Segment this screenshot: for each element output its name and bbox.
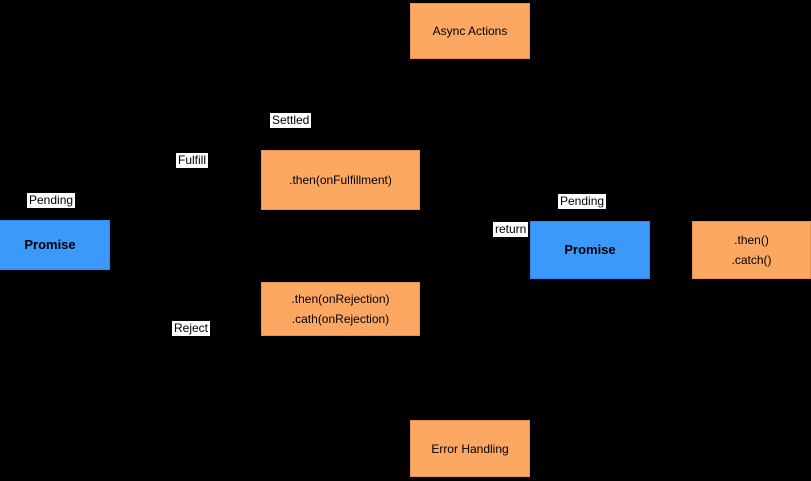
node-promise-right: Promise — [530, 221, 650, 279]
node-label-line-2: .catch() — [731, 253, 772, 267]
node-label: .then(onFulfillment) — [289, 173, 392, 187]
node-then-onrejection: .then(onRejection) .cath(onRejection) — [261, 282, 420, 336]
edge-label-settled: Settled — [270, 113, 312, 128]
edge-label-return: return — [493, 222, 529, 237]
node-then-onfulfillment: .then(onFulfillment) — [261, 150, 420, 210]
node-then-catch: .then() .catch() — [692, 221, 811, 279]
edge-label-pending-left: Pending — [27, 193, 76, 208]
node-label-line-1: .then(onRejection) — [291, 292, 390, 306]
node-label: Promise — [564, 242, 616, 257]
node-error-handling: Error Handling — [410, 420, 530, 477]
node-promise-left: Promise — [0, 220, 110, 270]
node-label: Error Handling — [431, 441, 509, 456]
edge-label-reject: Reject — [172, 321, 211, 336]
node-label-line-2: .cath(onRejection) — [291, 312, 390, 326]
edge-label-pending-right: Pending — [558, 194, 607, 209]
node-label-line-1: .then() — [734, 233, 769, 247]
node-label: Async Actions — [432, 24, 508, 38]
node-label: Promise — [24, 237, 76, 252]
edge-label-fulfill: Fulfill — [176, 153, 209, 168]
node-async-actions: Async Actions — [410, 3, 530, 59]
